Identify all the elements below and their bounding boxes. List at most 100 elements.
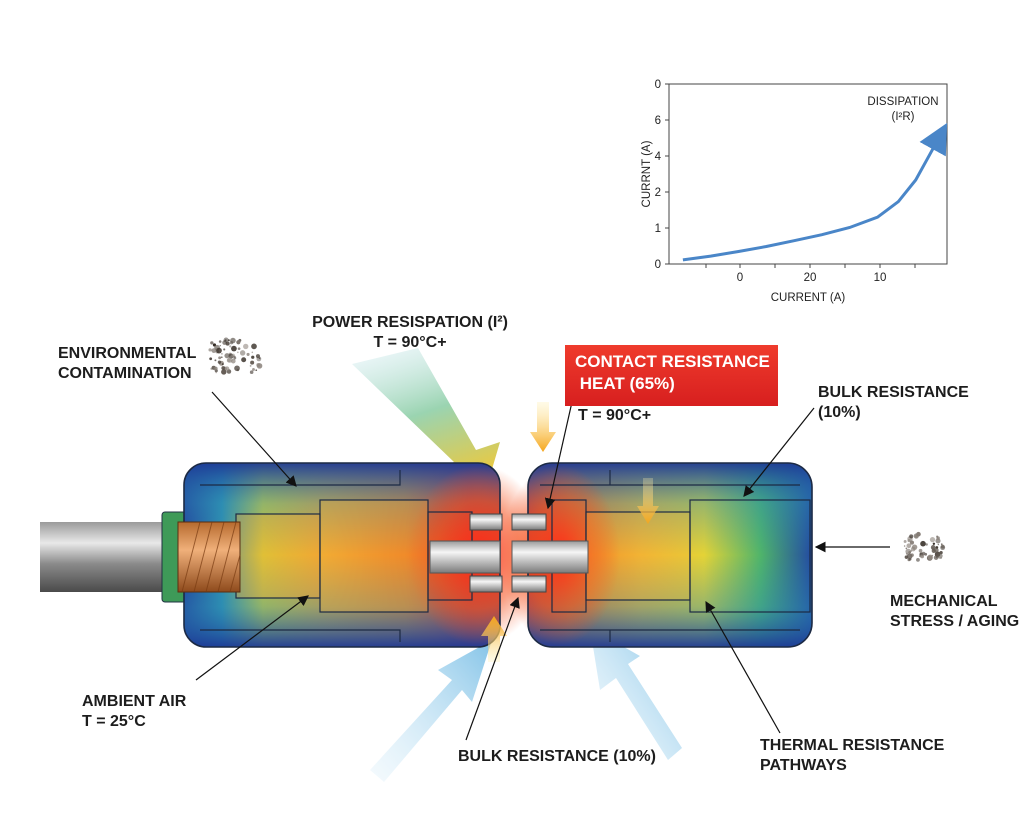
contamination-particle bbox=[909, 534, 914, 539]
chart-frame bbox=[668, 83, 948, 265]
contact-resistance-heat-box: CONTACT RESISTANCE HEAT (65%) bbox=[565, 345, 778, 406]
contamination-particle bbox=[907, 538, 911, 543]
contamination-particle bbox=[215, 371, 217, 374]
contamination-particle bbox=[213, 366, 218, 371]
label-thermal-resistance-pathways: THERMAL RESISTANCE PATHWAYS bbox=[760, 736, 944, 776]
label-bulk-top-line1: BULK RESISTANCE bbox=[818, 384, 969, 401]
chart-y-tick-label: 0 bbox=[655, 259, 661, 271]
leader-bulk-bottom bbox=[465, 596, 520, 741]
contamination-particle bbox=[218, 340, 222, 343]
contact-box-line1: CONTACT RESISTANCE bbox=[575, 352, 770, 371]
contamination-particle bbox=[936, 535, 939, 538]
contamination-particle bbox=[935, 538, 941, 544]
contamination-particle bbox=[904, 555, 909, 559]
leader-ambient bbox=[195, 595, 309, 681]
contamination-particle bbox=[221, 369, 227, 375]
right-latch-top bbox=[511, 513, 547, 531]
left-latch-top bbox=[469, 513, 503, 531]
contamination-particle bbox=[219, 344, 221, 347]
label-environmental-line1: ENVIRONMENTAL bbox=[58, 345, 197, 362]
chart-x-tick-label: 0 bbox=[737, 272, 743, 284]
label-bulk-top-line2: (10%) bbox=[818, 404, 861, 421]
label-ambient-line2: T = 25°C bbox=[82, 713, 146, 730]
label-bulk-resistance-top: BULK RESISTANCE (10%) bbox=[818, 383, 969, 423]
contamination-particle bbox=[910, 553, 914, 557]
contamination-particle bbox=[916, 531, 921, 537]
contamination-particle bbox=[927, 554, 934, 561]
contamination-particle bbox=[910, 550, 912, 552]
contamination-particle bbox=[249, 370, 254, 374]
chart-annotation-line2: (I²R) bbox=[892, 111, 915, 123]
right-latch-bottom bbox=[511, 575, 547, 593]
chart-x-tick-label: 20 bbox=[804, 272, 817, 284]
contamination-particle bbox=[224, 339, 227, 342]
contamination-particle bbox=[941, 543, 943, 545]
chart-x-axis-label: CURRENT (A) bbox=[771, 292, 846, 304]
contamination-particle bbox=[218, 356, 222, 360]
contamination-particle bbox=[236, 340, 241, 345]
contamination-particle bbox=[221, 353, 223, 355]
contamination-particle bbox=[223, 348, 226, 351]
contamination-particles-left bbox=[208, 337, 263, 375]
cable bbox=[40, 522, 180, 592]
contamination-particle bbox=[932, 542, 936, 545]
contamination-particle bbox=[251, 355, 255, 359]
contamination-particle bbox=[230, 337, 236, 344]
contamination-particle bbox=[224, 353, 230, 359]
chart-series-line bbox=[682, 122, 948, 262]
chart-y-axis-label: CURRNT (A) bbox=[641, 140, 653, 207]
label-mechanical-stress: MECHANICAL STRESS / AGING bbox=[890, 592, 1019, 632]
contamination-particle bbox=[231, 345, 237, 352]
chart-x-ticks: 0 20 10 bbox=[705, 264, 916, 284]
contamination-particle bbox=[920, 554, 925, 559]
contamination-particle bbox=[908, 557, 912, 561]
contamination-particle bbox=[225, 341, 230, 346]
chart-y-tick-label: 6 bbox=[655, 115, 661, 127]
chart-annotation-line1: DISSIPATION bbox=[867, 96, 938, 108]
left-latch-bottom bbox=[469, 575, 503, 593]
contamination-particle bbox=[916, 557, 920, 562]
label-ambient-air: AMBIENT AIR T = 25°C bbox=[82, 692, 186, 732]
chart-y-tick-label: 0 bbox=[655, 79, 661, 91]
label-environmental-contamination: ENVIRONMENTAL CONTAMINATION bbox=[58, 344, 196, 384]
contamination-particle bbox=[234, 365, 240, 372]
contamination-particle bbox=[243, 343, 249, 350]
right-pin bbox=[511, 540, 589, 574]
leader-thermal bbox=[705, 600, 781, 734]
contamination-particle bbox=[905, 547, 908, 550]
contamination-particle bbox=[216, 347, 222, 354]
contamination-particle bbox=[255, 354, 261, 359]
leader-environmental bbox=[211, 391, 297, 487]
contamination-particle bbox=[227, 357, 233, 363]
chart-x-tick-label: 10 bbox=[874, 272, 887, 284]
heat-arrow-top bbox=[530, 402, 556, 452]
contamination-particle bbox=[231, 353, 235, 358]
label-environmental-line2: CONTAMINATION bbox=[58, 365, 192, 382]
label-mechanical-line1: MECHANICAL bbox=[890, 593, 998, 610]
contamination-particle bbox=[925, 543, 928, 546]
contamination-particle bbox=[249, 365, 252, 367]
label-contact-temperature: T = 90°C+ bbox=[578, 407, 652, 424]
label-power-line2: T = 90°C+ bbox=[373, 334, 447, 351]
contamination-particle bbox=[237, 347, 241, 351]
contamination-particle bbox=[940, 545, 946, 551]
contamination-particle bbox=[937, 543, 940, 546]
contamination-particle bbox=[209, 357, 213, 361]
contamination-particle bbox=[214, 359, 217, 362]
contamination-particle bbox=[251, 351, 254, 354]
left-pin bbox=[429, 540, 501, 574]
label-thermal-line2: PATHWAYS bbox=[760, 757, 847, 774]
contamination-particle bbox=[258, 357, 261, 360]
contamination-particle bbox=[224, 366, 230, 371]
label-bulk-resistance-bottom: BULK RESISTANCE (10%) bbox=[458, 748, 656, 765]
contamination-particle bbox=[918, 548, 923, 553]
label-power-dissipation: POWER RESISPATION (I²) T = 90°C+ bbox=[300, 313, 520, 353]
contamination-particle bbox=[911, 544, 918, 550]
leader-bulk-top bbox=[743, 407, 815, 497]
contamination-particle bbox=[250, 360, 255, 365]
contamination-particle bbox=[903, 539, 907, 543]
contamination-particle bbox=[929, 537, 936, 543]
label-thermal-line1: THERMAL RESISTANCE bbox=[760, 737, 945, 754]
chart-y-tick-label: 1 bbox=[655, 223, 661, 235]
